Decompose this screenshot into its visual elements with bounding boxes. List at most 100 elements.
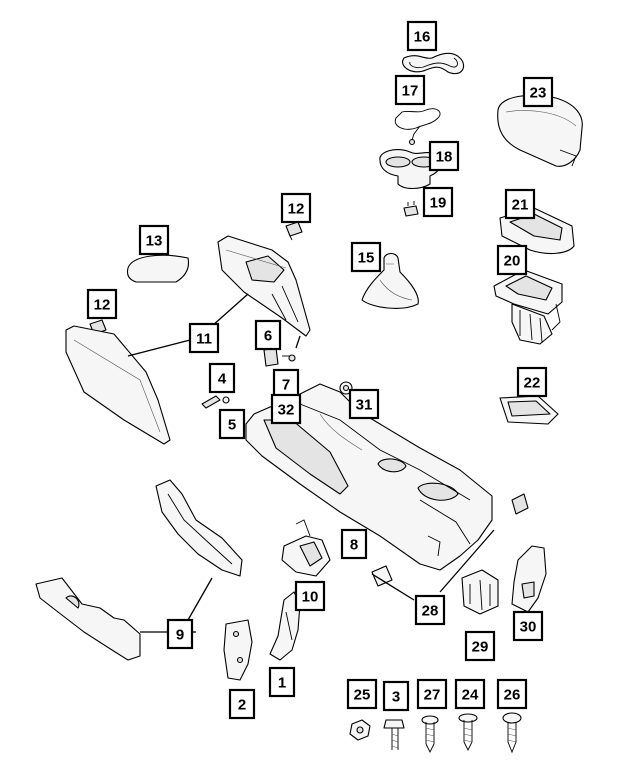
part-3-bolt [383,719,405,750]
callout-number: 26 [504,687,521,704]
callout-21: 21 [504,188,536,220]
part-26-screw [502,712,522,754]
callout-box [188,322,220,354]
callout-number: 31 [356,397,373,414]
part-24-screw [458,713,478,752]
part-12-clip-upper [285,221,303,241]
part-30-side-trim [511,545,547,613]
part-15-shift-boot [361,252,419,309]
callout-box [218,408,246,440]
callout-box [496,678,528,710]
part-29-bracket [461,569,499,615]
callout-number: 20 [504,253,521,270]
callout-number: 12 [94,297,111,314]
part-10-shifter-bracket [281,519,331,577]
callout-box [382,680,410,712]
callout-box [254,319,282,351]
callout-27: 27 [416,678,448,710]
callout-number: 27 [424,687,441,704]
callout-box [346,678,378,710]
callout-12: 12 [280,192,312,224]
callout-box [270,393,302,425]
callout-32: 32 [270,393,302,425]
callout-30: 30 [512,610,544,642]
part-8-console-housing [245,383,493,571]
callout-number: 1 [278,675,286,692]
callout-box [350,241,382,273]
callout-box [428,140,460,172]
callout-box [406,20,438,52]
callout-20: 20 [496,244,528,276]
callout-number: 22 [524,375,541,392]
callout-23: 23 [522,76,554,108]
callout-box [138,224,170,256]
part-21-bezel [499,207,575,255]
callout-box [512,610,544,642]
callout-number: 24 [462,687,479,704]
part-cap-upper [511,493,529,515]
part-25-nut [349,719,371,741]
callout-9: 9 [166,618,194,650]
callout-number: 5 [228,417,236,434]
callout-15: 15 [350,241,382,273]
callout-box [394,74,426,106]
callout-12: 12 [86,288,118,320]
callout-number: 9 [176,627,184,644]
callout-number: 7 [282,377,290,394]
part-22-pad [499,395,559,425]
part-9-knee-pad-upper [155,479,243,577]
part-9-knee-pad-lower [35,577,141,661]
callout-box [348,388,380,420]
callout-4: 4 [208,362,236,394]
callout-5: 5 [218,408,246,440]
part-17-cupholder-light [394,108,441,146]
callout-10: 10 [294,580,326,612]
part-13-mat [126,254,190,283]
callout-box [294,580,326,612]
callout-number: 30 [520,619,537,636]
part-16-cupholder-mat [402,52,465,75]
callout-box [228,688,256,720]
callout-24: 24 [454,678,486,710]
callout-number: 32 [278,402,295,419]
part-2-bracket [223,619,253,681]
callout-number: 29 [472,639,489,656]
callout-31: 31 [348,388,380,420]
callout-box [416,678,448,710]
callout-box [86,288,118,320]
callout-box [340,528,368,560]
callout-number: 8 [350,537,358,554]
callout-box [166,618,194,650]
callout-22: 22 [516,366,548,398]
callout-26: 26 [496,678,528,710]
callout-29: 29 [464,630,496,662]
callout-number: 23 [530,85,547,102]
part-11-side-panel [217,235,311,337]
callout-number: 16 [414,29,431,46]
part-4-switch [201,395,230,409]
callout-box [422,186,454,218]
callout-box [522,76,554,108]
callout-box [280,192,312,224]
callout-8: 8 [340,528,368,560]
callout-1: 1 [268,666,296,698]
callout-box [268,666,296,698]
part-27-screw [421,715,439,754]
callout-25: 25 [346,678,378,710]
callout-17: 17 [394,74,426,106]
callout-number: 3 [392,689,400,706]
part-28-lid [371,565,393,587]
callout-16: 16 [406,20,438,52]
callout-box [414,594,446,626]
callout-box [464,630,496,662]
callout-number: 21 [512,197,529,214]
part-19-clip [403,201,419,217]
callout-number: 4 [218,371,227,388]
callout-11: 11 [188,322,220,354]
callout-box [208,362,236,394]
callout-7: 7 [272,368,300,400]
callout-number: 25 [354,687,371,704]
part-6-bracket [263,347,296,367]
